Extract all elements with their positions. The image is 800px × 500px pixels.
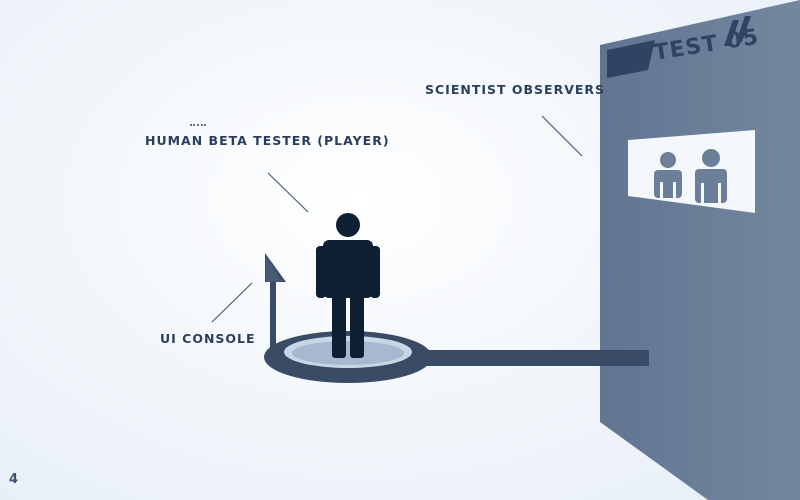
wall-accent	[607, 40, 655, 78]
console-leader-line	[211, 282, 253, 323]
scientist-observer-icon	[654, 152, 682, 198]
ui-console	[265, 253, 286, 352]
player-platform	[264, 331, 432, 383]
player-person-icon	[316, 213, 380, 358]
player-leader-line	[267, 172, 309, 213]
console-cable	[420, 350, 649, 366]
human-beta-tester-label: HUMAN BETA TESTER (PLAYER)	[145, 133, 390, 148]
label-accent-dash	[190, 124, 206, 126]
observation-wall: TEST 05	[600, 0, 800, 500]
wall-slash	[736, 16, 751, 42]
scientist-observer-icon	[695, 149, 727, 203]
scientist-observers-label: SCIENTIST OBSERVERS	[425, 82, 606, 97]
wall-slash	[724, 20, 739, 46]
page-number: 4	[9, 472, 19, 487]
observers-leader-line	[541, 115, 583, 157]
ui-console-label: UI CONSOLE	[160, 331, 256, 346]
